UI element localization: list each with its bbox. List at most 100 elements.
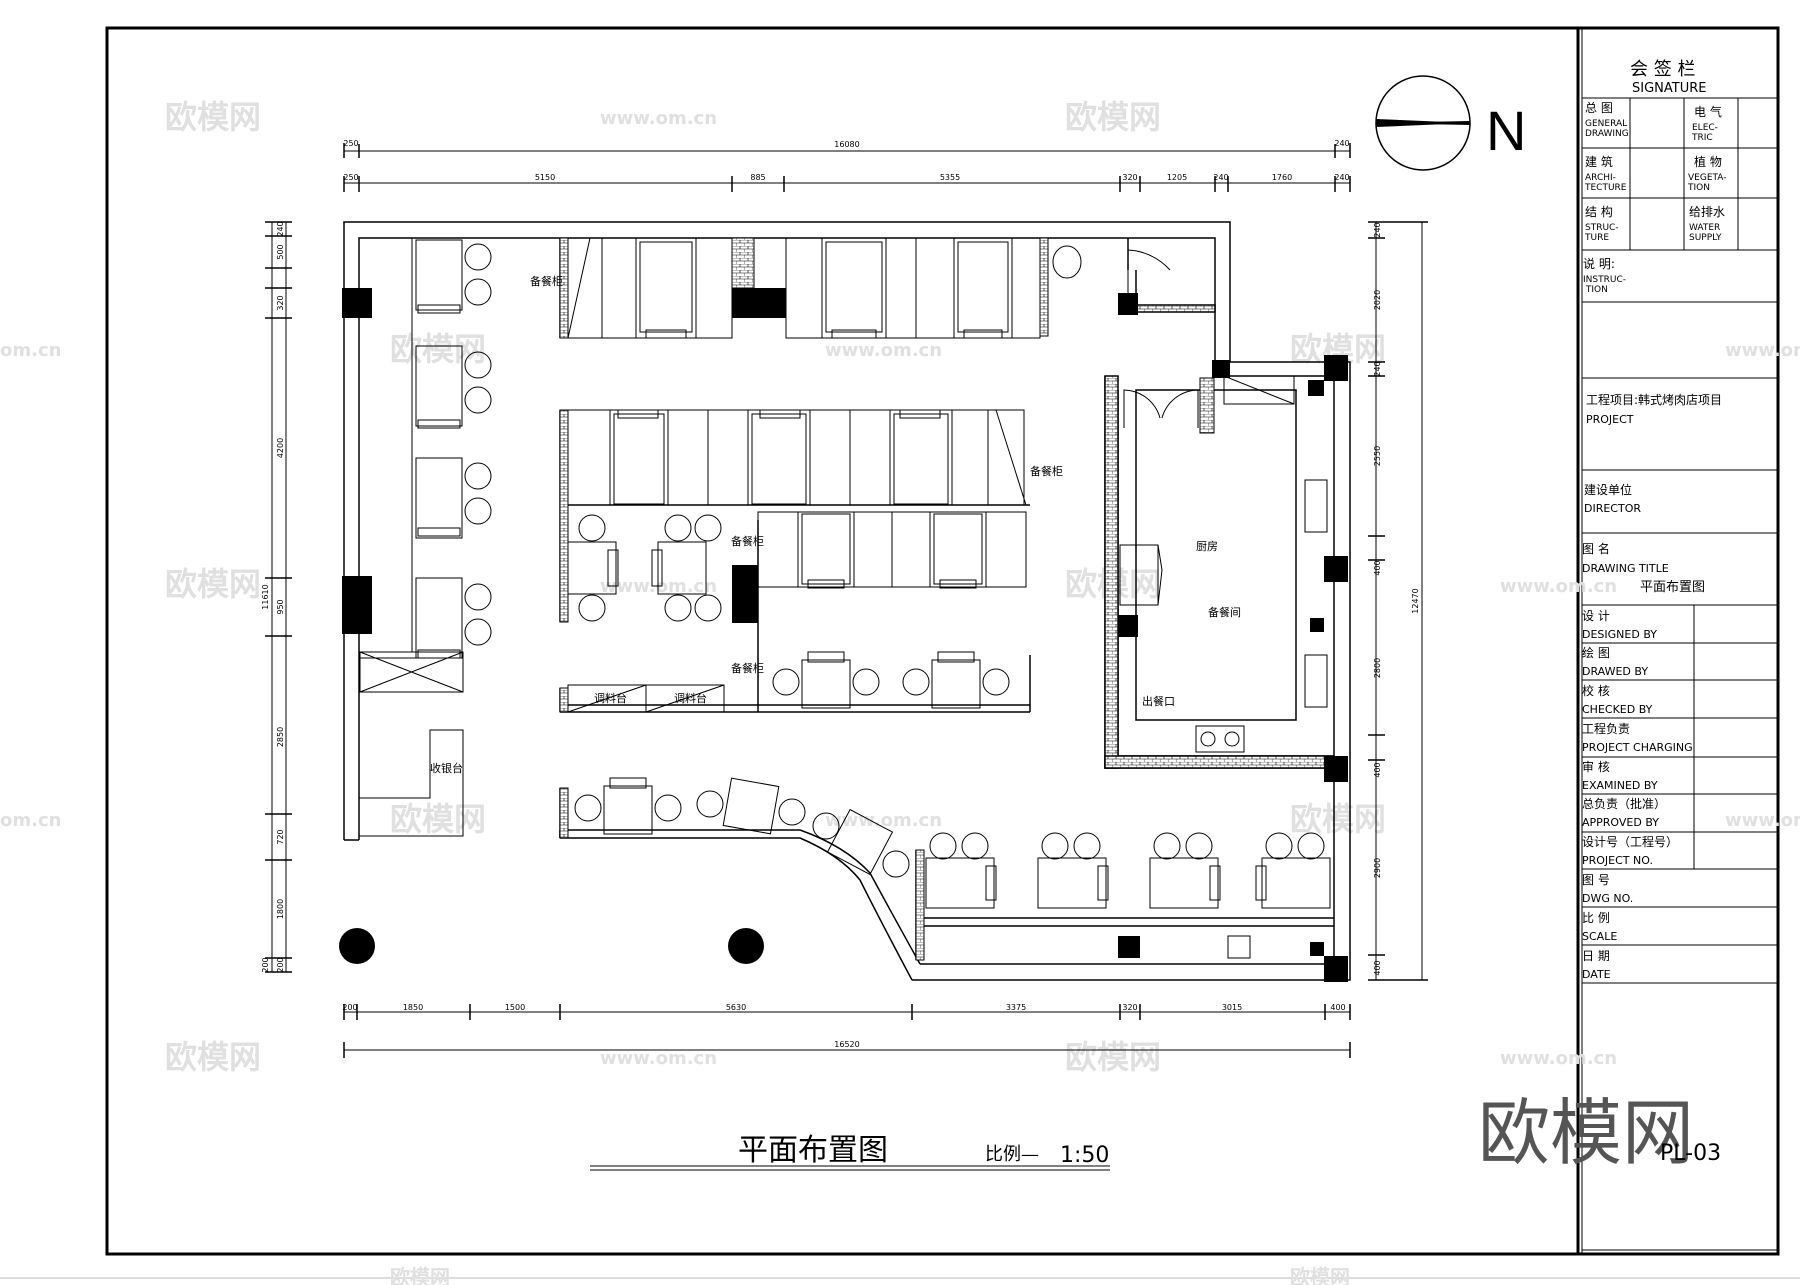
svg-text:320: 320 (1122, 1003, 1137, 1012)
svg-text:图 号: 图 号 (1582, 873, 1610, 887)
svg-text:4200: 4200 (276, 438, 285, 458)
svg-text:DESIGNED BY: DESIGNED BY (1582, 628, 1657, 641)
title-block-label-line: TION (1583, 285, 1608, 295)
svg-text:720: 720 (276, 829, 285, 844)
svg-text:885: 885 (750, 173, 765, 182)
svg-text:DRAWED BY: DRAWED BY (1582, 665, 1648, 678)
floor-drain (1227, 935, 1251, 959)
svg-text:PROJECT CHARGING: PROJECT CHARGING (1582, 741, 1693, 754)
svg-text:200: 200 (276, 957, 285, 972)
svg-text:欧模网: 欧模网 (1290, 800, 1386, 838)
svg-text:www.om.cn: www.om.cn (825, 810, 942, 831)
svg-text:说 明:: 说 明: (1583, 256, 1615, 271)
svg-text:400: 400 (1373, 560, 1382, 575)
room-labels: 备餐柜 备餐柜 备餐柜 备餐柜 调料台 调料台 收银台 厨房 备餐间 出餐口 (430, 274, 1241, 775)
title-block-label-line: TRIC (1691, 133, 1713, 143)
drawing-frame (105, 26, 1780, 1256)
title-block-label-line: TION (1687, 183, 1710, 193)
svg-text:www.om.cn: www.om.cn (1500, 1048, 1617, 1069)
drawing-number: PL-03 (1660, 1141, 1721, 1166)
svg-text:www.om.cn: www.om.cn (825, 340, 942, 361)
label-kitchen: 厨房 (1196, 540, 1218, 553)
svg-text:500: 500 (276, 244, 285, 259)
svg-text:ARCHI-TECTURE: ARCHI-TECTURE (1584, 173, 1627, 193)
title-block-grid (1582, 97, 1778, 1251)
label-prep-small-1: 备餐柜 (731, 534, 764, 548)
label-seasoning-2: 调料台 (674, 691, 707, 705)
label-prep-kitchen: 备餐间 (1208, 605, 1241, 619)
svg-text:日 期: 日 期 (1582, 949, 1610, 963)
svg-text:240: 240 (1373, 361, 1382, 376)
svg-text:240: 240 (1373, 222, 1382, 237)
svg-text:STRUC-TURE: STRUC-TURE (1584, 223, 1619, 243)
svg-text:200: 200 (261, 957, 270, 972)
svg-text:240: 240 (276, 221, 285, 236)
svg-text:审 核: 审 核 (1582, 759, 1610, 774)
dim-top-total: 16080 (834, 140, 859, 149)
svg-text:240: 240 (1334, 139, 1349, 148)
svg-text:www.om.cn: www.om.cn (600, 108, 717, 129)
svg-text:CHECKED BY: CHECKED BY (1582, 703, 1653, 716)
svg-text:www.om.cn: www.om.cn (1725, 340, 1800, 361)
svg-text:2900: 2900 (1373, 858, 1382, 878)
svg-text:总负责（批准）: 总负责（批准） (1582, 796, 1666, 811)
svg-text:欧模网: 欧模网 (390, 800, 486, 838)
svg-text:200: 200 (342, 1003, 357, 1012)
svg-text:2020: 2020 (1373, 290, 1382, 310)
svg-text:植 物: 植 物 (1694, 154, 1722, 169)
tb-signature-cn: 会 签 栏 (1630, 59, 1695, 80)
dimension-labels: 16080 250 240 250 5150 885 5355 320 1205… (342, 139, 1349, 1049)
svg-text:3375: 3375 (1006, 1003, 1026, 1012)
svg-text:DWG NO.: DWG NO. (1582, 892, 1633, 905)
svg-text:950: 950 (276, 599, 285, 614)
svg-text:APPROVED BY: APPROVED BY (1582, 816, 1659, 829)
svg-text:om.cn: om.cn (0, 340, 61, 361)
booths (358, 237, 1331, 909)
svg-text:1800: 1800 (276, 899, 285, 919)
svg-text:欧模网: 欧模网 (390, 330, 486, 368)
svg-text:电 气: 电 气 (1694, 104, 1722, 119)
svg-text:5355: 5355 (940, 173, 960, 182)
plan-title: 平面布置图 (738, 1133, 888, 1168)
svg-text:ELEC-TRIC: ELEC-TRIC (1691, 123, 1718, 143)
svg-text:2550: 2550 (1373, 446, 1382, 466)
svg-text:INSTRUC- TION: INSTRUC- TION (1583, 275, 1626, 295)
svg-text:工程负责: 工程负责 (1582, 721, 1630, 736)
svg-text:校 核: 校 核 (1582, 683, 1610, 698)
svg-text:om.cn: om.cn (0, 810, 61, 831)
svg-text:5630: 5630 (726, 1003, 746, 1012)
svg-text:DRAWING TITLE: DRAWING TITLE (1582, 562, 1669, 575)
svg-text:设计号（工程号）: 设计号（工程号） (1582, 834, 1678, 849)
columns (339, 288, 1348, 982)
svg-text:320: 320 (1122, 173, 1137, 182)
watermark-large: 欧模网 (1478, 1091, 1694, 1175)
svg-text:250: 250 (343, 139, 358, 148)
svg-text:比 例: 比 例 (1582, 911, 1610, 925)
svg-text:www.om.cn: www.om.cn (1500, 576, 1617, 597)
svg-text:绘 图: 绘 图 (1582, 645, 1610, 660)
svg-text:欧模网: 欧模网 (165, 98, 261, 136)
title-block-label-line: TURE (1584, 233, 1609, 243)
svg-text:1760: 1760 (1272, 173, 1292, 182)
plan-scale-value: 1:50 (1060, 1143, 1109, 1168)
svg-text:欧模网: 欧模网 (1065, 98, 1161, 136)
plan-scale-label: 比例— (985, 1144, 1039, 1165)
north-arrow: N (1375, 75, 1526, 171)
dim-left-total: 11610 (261, 584, 270, 609)
svg-text:设 计: 设 计 (1582, 609, 1610, 623)
svg-text:总 图: 总 图 (1585, 101, 1613, 115)
watermarks: 欧模网 www.om.cn 欧模网 om.cn 欧模网 www.om.cn 欧模… (0, 98, 1800, 1285)
svg-text:1500: 1500 (505, 1003, 525, 1012)
svg-text:结 构: 结 构 (1585, 204, 1613, 219)
svg-text:SCALE: SCALE (1582, 930, 1617, 943)
dim-bottom-total: 16520 (834, 1040, 859, 1049)
svg-text:3015: 3015 (1222, 1003, 1242, 1012)
svg-text:PROJECT: PROJECT (1586, 413, 1634, 426)
svg-text:250: 250 (343, 173, 358, 182)
north-label: N (1486, 99, 1526, 162)
svg-text:给排水: 给排水 (1689, 205, 1725, 219)
svg-text:VEGETA-TION: VEGETA-TION (1687, 173, 1727, 193)
svg-text:1850: 1850 (403, 1003, 423, 1012)
